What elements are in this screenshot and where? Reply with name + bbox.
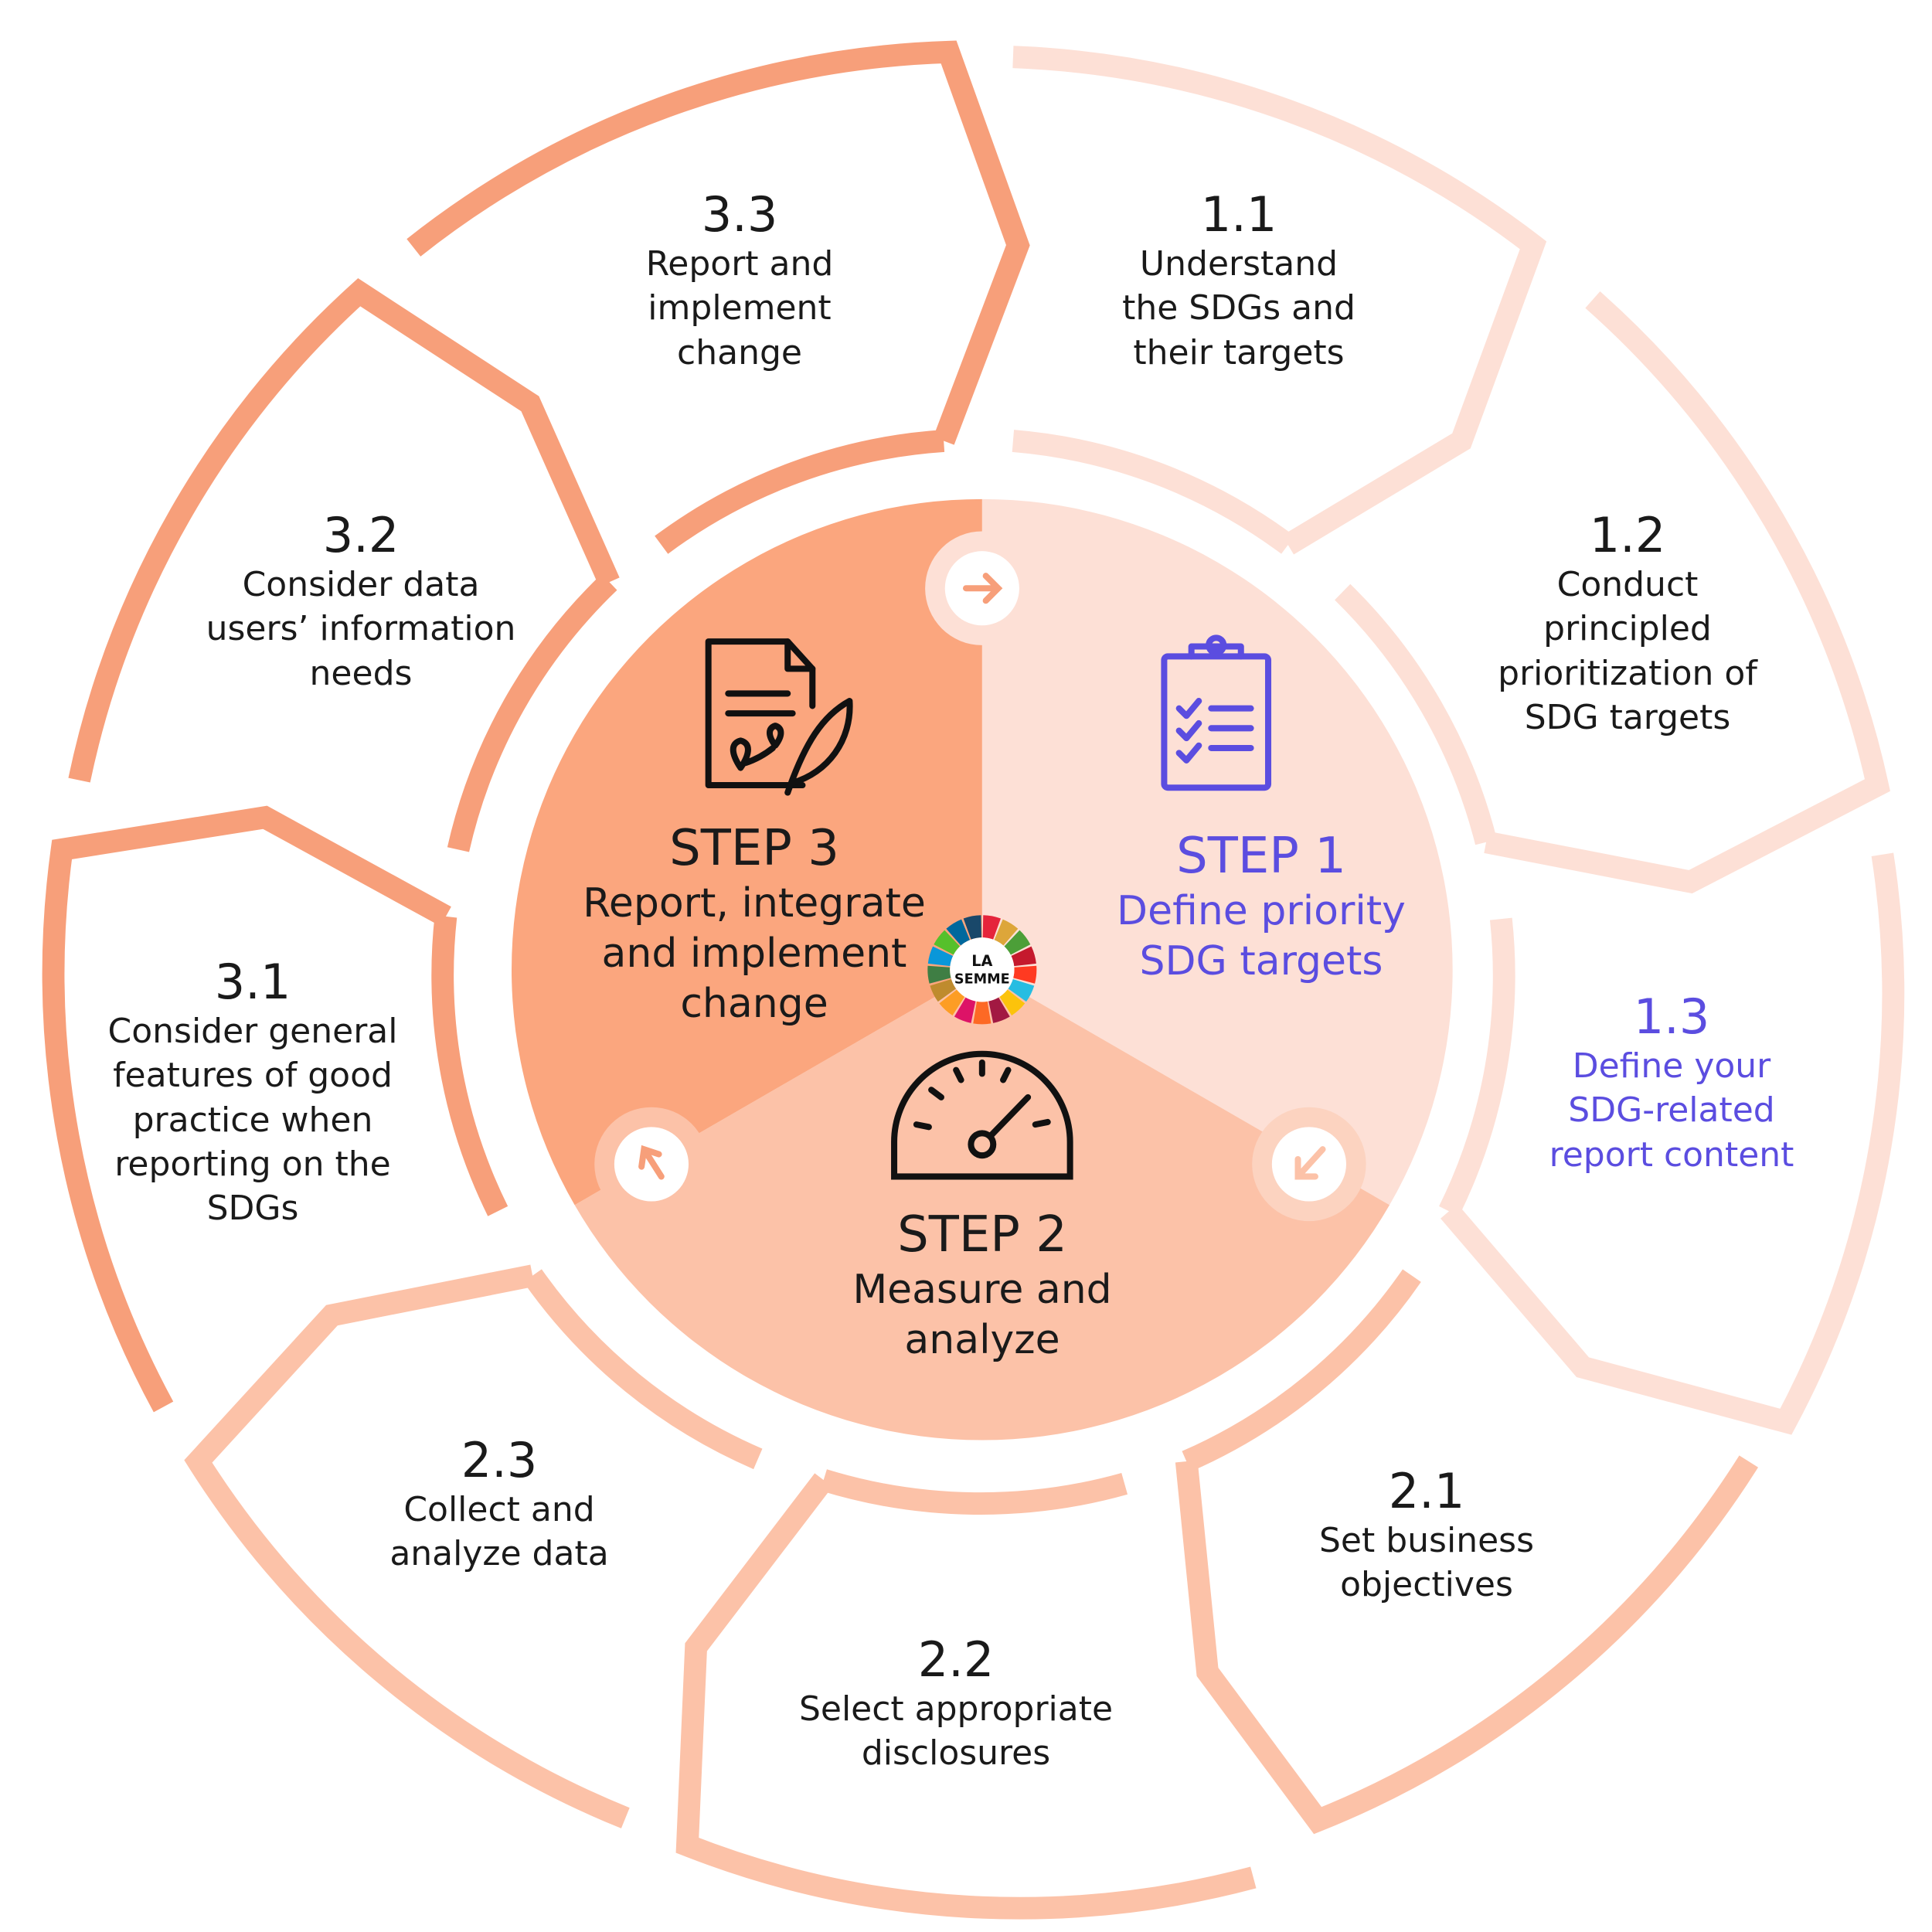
sdg-wheel-segment [946,919,971,946]
sdg-wheel-segment [973,1001,992,1025]
segment-3-2: 3.2 Consider data users’ information nee… [145,508,577,696]
logo-line-2: SEMME [954,971,1010,987]
segment-1-3: 1.3 Define your SDG-related report conte… [1455,989,1888,1177]
ring-segment-2-3 [184,1264,763,1828]
sdg-wheel-segment [1008,979,1035,1002]
segment-number: 1.1 [1200,186,1277,243]
step-2-label: STEP 2 Measure and analyze [766,1206,1199,1366]
logo-line-1: LA [971,952,992,970]
segment-2-1: 2.1 Set business objectives [1210,1464,1643,1607]
step-3-title: STEP 3 [669,820,839,877]
ring-segment-2-2 [675,1469,1257,1920]
segment-number: 2.2 [917,1631,995,1688]
ring-segment-1-3 [1439,852,1905,1435]
sdg-wheel-center [950,937,1015,1002]
segment-label: Collect and analyze data [389,1490,609,1574]
step-1-wedge[interactable] [981,498,1453,1206]
segment-label: Define your SDG-related report content [1549,1046,1794,1175]
segment-number: 1.3 [1633,988,1710,1045]
step-2-subtitle: Measure and analyze [852,1266,1112,1363]
step-1-subtitle: Define priority SDG targets [1117,887,1406,985]
step-3-subtitle: Report, integrate and implement change [583,879,926,1027]
segment-1-1: 1.1 Understand the SDGs and their target… [1022,187,1455,375]
sdg-wheel-segment [1004,930,1031,955]
sdg-wheel-segment [930,979,957,1002]
sdg-wheel-segment [927,946,954,967]
sdg-wheel-segment [934,930,961,955]
document-feather-icon [705,638,853,796]
segment-label: Understand the SDGs and their targets [1122,244,1355,372]
step-3-label: STEP 3 Report, integrate and implement c… [538,819,971,1029]
segment-number: 2.1 [1388,1463,1465,1519]
segment-label: Report and implement change [645,244,834,372]
ring-segment-2-1 [1175,1269,1759,1835]
ring-segment-3-2 [68,278,620,852]
sdg-wheel-segment [939,989,965,1016]
step-3-wedge[interactable] [512,498,982,1206]
segment-label: Consider data users’ information needs [206,565,516,693]
step-1-label: STEP 1 Define priority SDG targets [1045,827,1478,987]
arrow-right-icon [925,531,1039,645]
arrow-up-left-icon [594,1107,709,1222]
arrow-down-left-icon [1252,1107,1366,1222]
ring-segment-1-2 [1335,291,1890,894]
segment-label: Conduct principled prioritization of SDG… [1498,565,1757,737]
sdg-wheel-segment [954,997,976,1023]
sdg-wheel-segment [963,915,982,940]
segment-number: 3.3 [701,186,778,243]
step-1-title: STEP 1 [1176,828,1346,885]
speedometer-icon [891,1050,1073,1180]
segment-2-2: 2.2 Select appropriate disclosures [740,1632,1172,1776]
sdg-wheel-segment [988,997,1010,1023]
step-2-wedge[interactable] [574,969,1390,1440]
segment-label: Set business objectives [1318,1521,1534,1605]
clipboard-checklist-icon [1161,634,1272,791]
step-pie [512,498,1453,1440]
ring-segment-3-3 [406,40,1030,554]
sdg-wheel-segment [1011,946,1036,967]
segment-3-3: 3.3 Report and implement change [523,187,956,375]
segment-label: Consider general features of good practi… [107,1012,398,1229]
segment-number: 3.2 [322,507,400,563]
segment-number: 2.3 [461,1432,538,1488]
segment-3-1: 3.1 Consider general features of good pr… [36,954,469,1230]
segment-number: 3.1 [214,954,291,1010]
segment-1-2: 1.2 Conduct principled prioritization of… [1411,508,1844,740]
outer-ring [42,40,1905,1920]
sdg-wheel-segment [982,915,1001,940]
segment-number: 1.2 [1589,507,1666,563]
step-2-title: STEP 2 [897,1206,1067,1264]
ring-segment-3-1 [42,805,509,1413]
sdg-wheel-segment [927,965,951,984]
sdg-wheel-segment [999,989,1026,1016]
segment-2-3: 2.3 Collect and analyze data [283,1433,716,1577]
segment-label: Select appropriate disclosures [798,1689,1114,1774]
sdg-wheel-segment [1013,965,1037,984]
sdg-wheel-segment [994,919,1019,946]
